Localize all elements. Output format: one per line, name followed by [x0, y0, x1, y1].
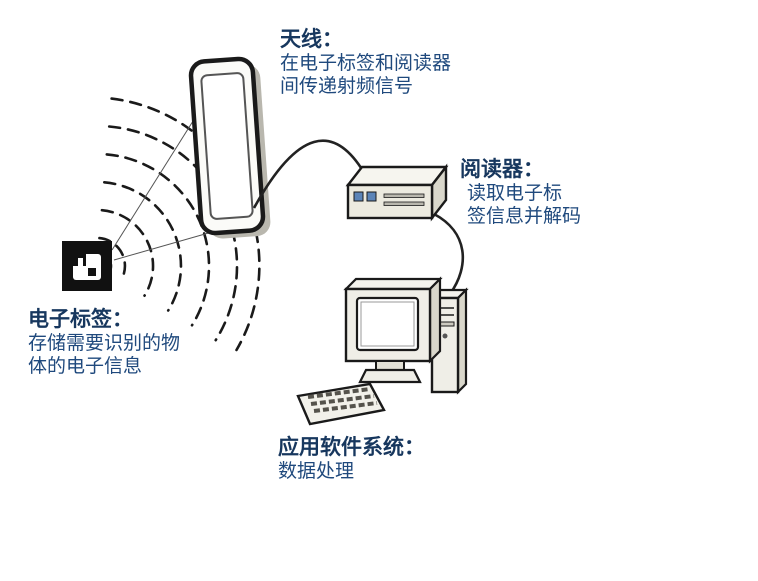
antenna-label-title: 天线： [280, 28, 343, 51]
cable-antenna-reader [252, 139, 368, 209]
antenna-label-line1: 在电子标签和阅读器 [280, 53, 452, 75]
reader-label-line1: 读取电子标 [467, 183, 563, 205]
reader-label: 阅读器： 读取电子标 签信息并解码 [460, 158, 581, 228]
reader-label-line2: 签信息并解码 [467, 206, 582, 228]
desktop-computer-icon [296, 276, 469, 426]
reader-label-title: 阅读器： [460, 158, 544, 181]
software-label: 应用软件系统： 数据处理 [278, 436, 425, 483]
tag-label: 电子标签： 存储需要识别的物 体的电子信息 [28, 308, 180, 378]
software-label-title: 应用软件系统： [278, 436, 425, 459]
cable-reader-computer [433, 212, 464, 295]
tag-label-line2: 体的电子信息 [28, 356, 143, 378]
rfid-tag-icon [62, 241, 112, 291]
tag-label-line1: 存储需要识别的物 [28, 333, 181, 355]
antenna-label: 天线： 在电子标签和阅读器 间传递射频信号 [280, 28, 451, 98]
reader-device-icon [345, 163, 449, 222]
antenna-label-line2: 间传递射频信号 [280, 76, 414, 98]
tag-label-title: 电子标签： [28, 308, 133, 331]
antenna-panel-icon [188, 56, 271, 239]
software-label-line1: 数据处理 [278, 461, 355, 483]
